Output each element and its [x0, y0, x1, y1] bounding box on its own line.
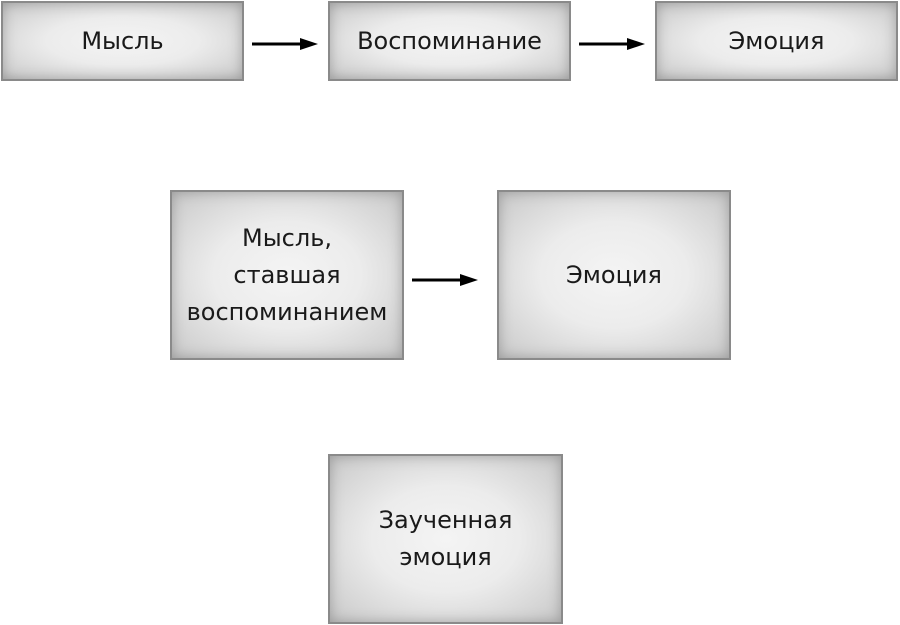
emotion-label-2: Эмоция — [566, 260, 662, 289]
thought-became-memory-box: Мысль, ставшая воспоминанием — [170, 190, 404, 360]
memory-label: Воспоминание — [357, 26, 542, 55]
arrow-memory-thought-to-emotion — [412, 274, 478, 286]
thought-label: Мысль — [81, 26, 164, 55]
learned-emotion-box: Заученная эмоция — [328, 454, 563, 624]
emotion-box-2: Эмоция — [497, 190, 731, 360]
thought-became-memory-label: Мысль, ставшая воспоминанием — [186, 223, 388, 326]
learned-emotion-label: Заученная эмоция — [378, 506, 513, 571]
emotion-box: Эмоция — [655, 1, 898, 81]
thought-box: Мысль — [1, 1, 244, 81]
emotion-label: Эмоция — [728, 26, 825, 55]
arrow-thought-to-memory — [252, 38, 318, 50]
arrow-memory-to-emotion — [579, 38, 645, 50]
memory-box: Воспоминание — [328, 1, 571, 81]
